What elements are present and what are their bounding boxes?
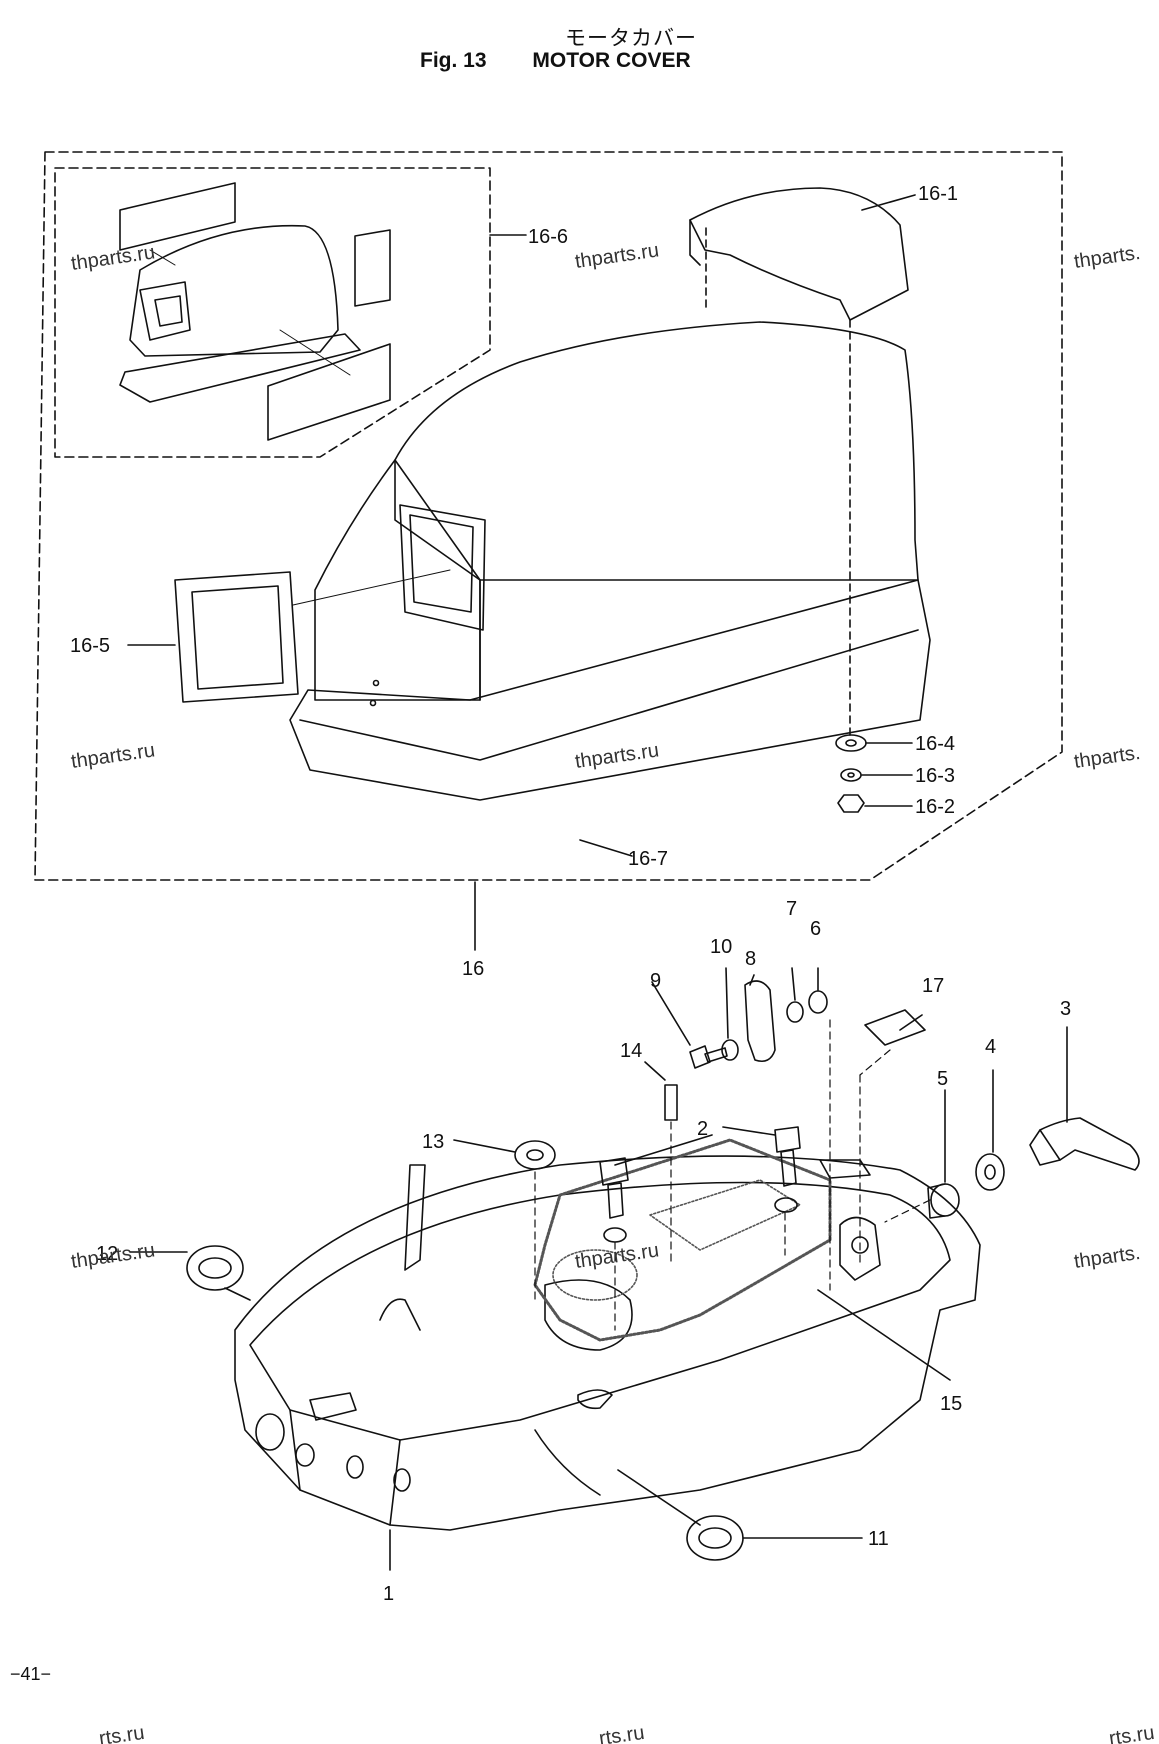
callout-13: 13 [422, 1131, 444, 1153]
label-17 [864, 1009, 926, 1046]
lever-8 [744, 980, 776, 1063]
callout-16-6: 16-6 [528, 226, 568, 248]
gasket-15 [533, 1138, 832, 1342]
callout-7: 7 [786, 898, 797, 920]
callout-5: 5 [937, 1068, 948, 1090]
watermark: thparts. [1073, 1242, 1142, 1273]
callout-4: 4 [985, 1036, 996, 1058]
figure-number: Fig. 13 [420, 49, 487, 72]
callout-2: 2 [697, 1118, 708, 1140]
washer-6 [808, 990, 828, 1014]
washer-10 [721, 1039, 739, 1061]
watermark: thparts. [1073, 742, 1142, 773]
callout-6: 6 [810, 918, 821, 940]
washer-7 [786, 1001, 804, 1023]
callout-16-5: 16-5 [70, 635, 110, 657]
callout-3: 3 [1060, 998, 1071, 1020]
rear-cover-16-1 [689, 187, 909, 741]
callout-16-2: 16-2 [915, 796, 955, 818]
callout-14: 14 [620, 1040, 642, 1062]
lever-3 [1029, 1117, 1140, 1171]
grommet-12 [186, 1245, 244, 1291]
callout-16-1: 16-1 [918, 183, 958, 205]
watermark: thparts.ru [70, 739, 157, 773]
callout-1: 1 [383, 1583, 394, 1605]
screw-9 [689, 1045, 728, 1069]
callout-16-3: 16-3 [915, 765, 955, 787]
watermark: rts.ru [598, 1722, 646, 1744]
figure-caption: Fig. 13 MOTOR COVER [420, 49, 691, 73]
bushing-5 [927, 1183, 960, 1219]
bolt-2-left [599, 1157, 629, 1243]
callout-17: 17 [922, 975, 944, 997]
watermark: thparts.ru [70, 1239, 157, 1273]
callout-11: 11 [868, 1528, 889, 1550]
figure-title: MOTOR COVER [532, 49, 691, 72]
seal-16-5 [174, 569, 451, 703]
watermark: rts.ru [1108, 1722, 1156, 1744]
motor-cover-shell [289, 321, 931, 801]
callout-12: 12 [96, 1243, 118, 1265]
bolt-2-right [774, 1126, 801, 1213]
grommet-stack [835, 734, 867, 813]
callout-16-4: 16-4 [915, 733, 955, 755]
watermark: thparts.ru [574, 739, 661, 773]
decal-set-dashed-boundary [54, 167, 491, 458]
callout-15: 15 [940, 1393, 962, 1415]
watermark: thparts.ru [574, 239, 661, 273]
watermark: thparts. [1073, 242, 1142, 273]
callout-16-7: 16-7 [628, 848, 668, 870]
pin-14 [664, 1084, 678, 1121]
decal-cover-sketch [119, 182, 391, 441]
watermark: thparts.ru [70, 241, 157, 275]
callout-8: 8 [745, 948, 756, 970]
watermark: rts.ru [98, 1722, 146, 1744]
washer-4 [975, 1153, 1005, 1191]
assembly-16-dashed-boundary [34, 151, 1063, 881]
watermark: thparts.ru [574, 1239, 661, 1273]
grommet-13 [514, 1140, 556, 1170]
title-japanese: モータカバー [565, 26, 697, 50]
page-number: −41− [10, 1664, 52, 1684]
lower-cover-1 [234, 1155, 981, 1531]
callout-16: 16 [462, 958, 484, 980]
callout-9: 9 [650, 970, 661, 992]
callout-10: 10 [710, 936, 732, 958]
